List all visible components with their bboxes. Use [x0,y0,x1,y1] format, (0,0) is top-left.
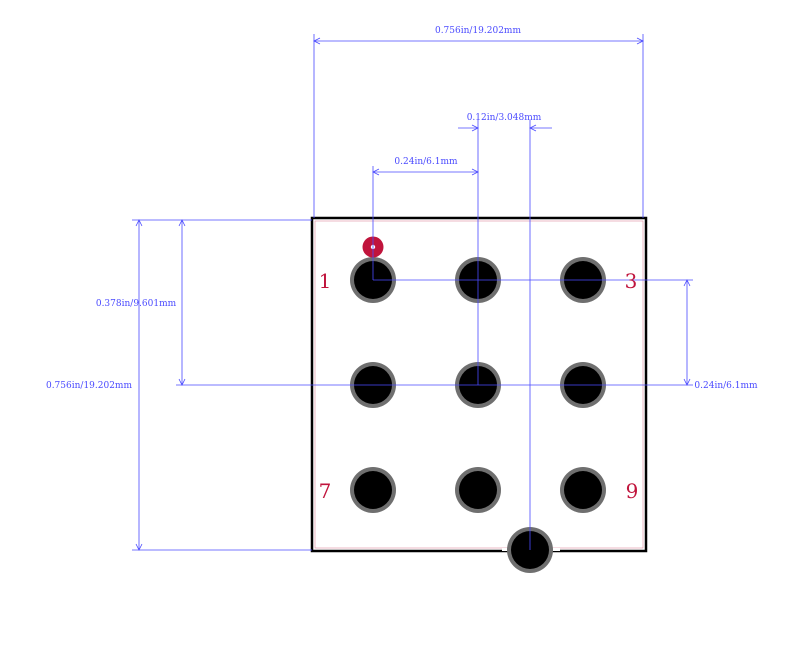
dim-pitch-vertical: 0.24in/6.1mm [694,381,758,391]
pin-labels: 1 3 7 9 [319,269,639,503]
dim-pin-pitch-offset: 0.12in/3.048mm [467,113,542,123]
pad-10 [502,527,560,573]
dimension-labels: 0.756in/19.202mm 0.12in/3.048mm 0.24in/6… [46,26,758,391]
dim-overall-height: 0.756in/19.202mm [46,381,132,391]
pad-7 [350,467,396,513]
dim-half-height: 0.378in/9.601mm [96,299,177,309]
pad-9 [560,467,606,513]
pin-label-1: 1 [319,269,332,293]
dim-pitch-horizontal: 0.24in/6.1mm [394,157,458,167]
dim-overall-width: 0.756in/19.202mm [435,26,521,36]
dimension-lines [132,34,693,551]
dimension-arrowheads [135,37,691,551]
pad-8 [455,467,501,513]
package-outline [310,216,648,553]
pin-label-9: 9 [626,479,639,503]
pin-label-3: 3 [625,269,638,293]
pin-label-7: 7 [319,479,332,503]
